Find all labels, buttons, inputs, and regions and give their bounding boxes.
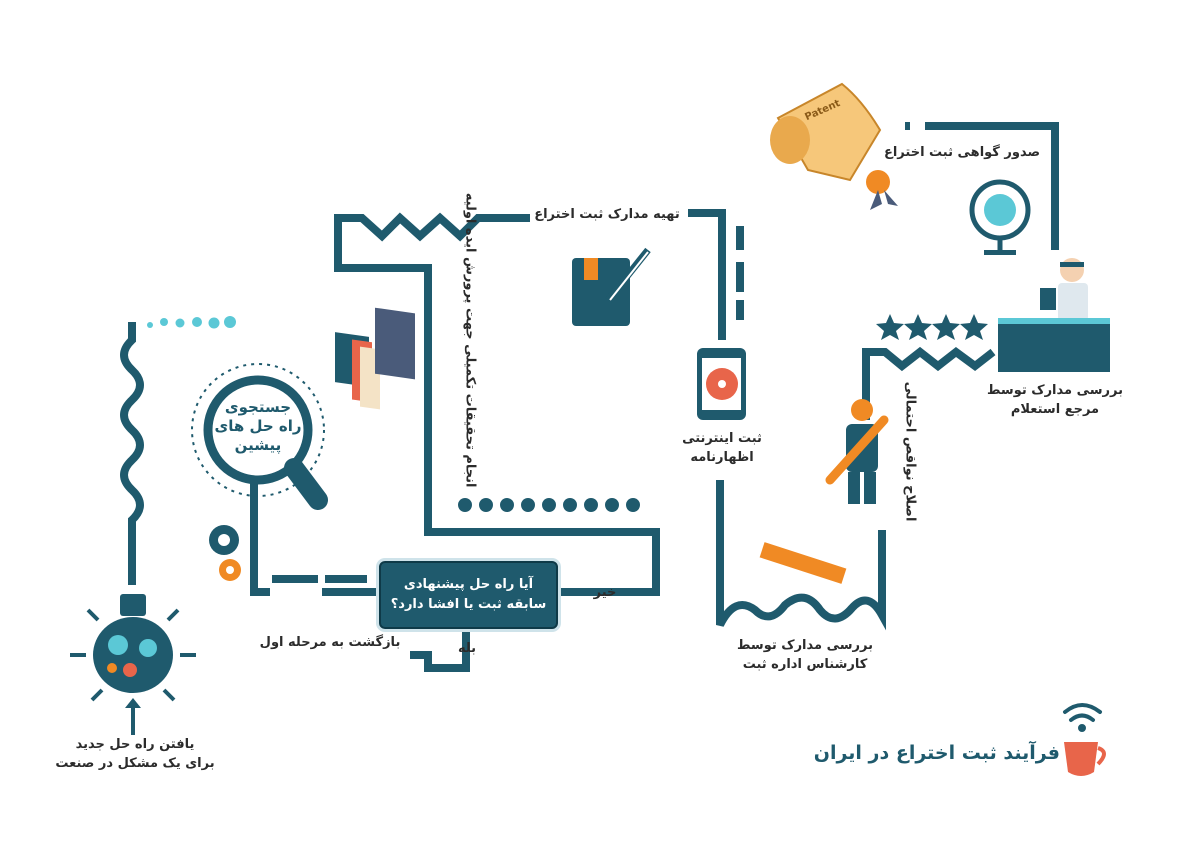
label-research: انجام تحقیقات تکمیلی جهت پرورش ایده اولی… xyxy=(462,192,478,488)
patent-scroll-icon xyxy=(770,82,898,210)
globe-icon xyxy=(969,179,1031,255)
path-decision-yes xyxy=(410,625,470,672)
label-prepare-docs: تهیه مدارک ثبت اختراع xyxy=(534,207,680,222)
label-back-to-start: بازگشت به مرحله اول xyxy=(259,635,401,650)
path-prepare-docs xyxy=(688,209,726,340)
ruler-icon xyxy=(759,542,847,584)
officer-desk-icon xyxy=(998,258,1110,372)
wifi-icon xyxy=(1063,703,1102,732)
label-inquiry-review: بررسی مدارک توسط مرجع استعلام xyxy=(987,383,1123,417)
books-icon xyxy=(335,307,415,410)
path-review-to-certificate xyxy=(925,122,1059,250)
label-fix-defects: اصلاح نواقص احتمالی xyxy=(902,381,918,522)
mug-icon xyxy=(1064,742,1106,776)
gears-icon xyxy=(209,525,241,581)
decision-box: آیا راه حل پیشنهادی سابقه ثبت یا افشا دا… xyxy=(379,561,558,629)
label-certificate: صدور گواهی ثبت اختراع xyxy=(883,145,1041,160)
label-no: خیر xyxy=(593,585,617,600)
dots-row xyxy=(458,498,640,512)
path-fix-to-stars xyxy=(862,346,996,420)
brain-bulb-icon xyxy=(70,594,196,735)
label-yes: بله xyxy=(457,641,477,656)
label-online-registration: ثبت اینترنتی اظهارنامه xyxy=(682,431,762,465)
magnifier-icon xyxy=(191,363,328,510)
stars-icon xyxy=(876,314,988,340)
worker-icon xyxy=(825,399,889,504)
label-find-solution: یافتن راه حل جدید برای یک مشکل در صنعت xyxy=(55,737,215,771)
page-title: فرآیند ثبت اختراع در ایران xyxy=(813,742,1060,764)
label-expert-review: بررسی مدارک توسط کارشناس اداره ثبت xyxy=(737,638,873,672)
smartphone-icon xyxy=(697,348,746,420)
path-online-to-expert xyxy=(716,480,886,631)
path-bulb-up xyxy=(120,322,144,585)
label-search-prior: جستجوی راه حل های پیشین xyxy=(214,398,302,454)
path-decision-no xyxy=(334,212,660,596)
path-search-to-decision xyxy=(250,480,380,596)
notebook-pen-icon xyxy=(572,247,651,326)
dotted-trail xyxy=(147,316,236,329)
